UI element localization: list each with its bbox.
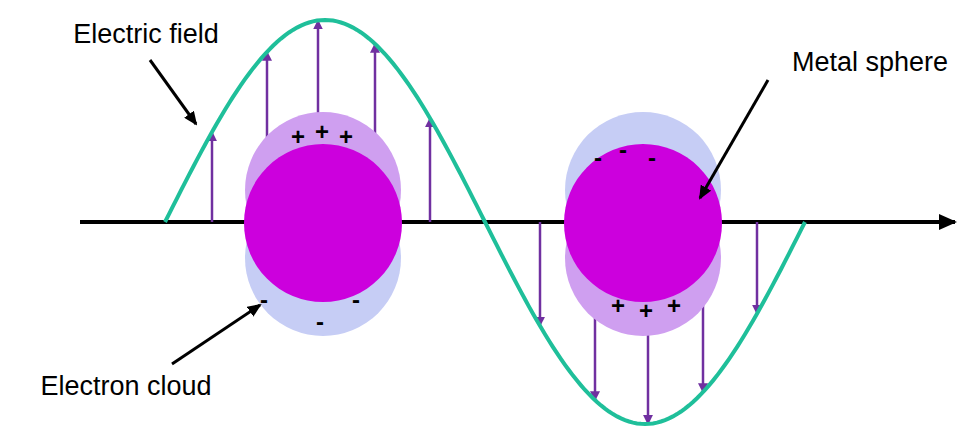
field-vector <box>211 133 214 222</box>
sine-wave <box>165 20 805 424</box>
negative-charge: - <box>316 310 324 334</box>
metal-sphere <box>244 144 402 302</box>
positive-charge: + <box>667 294 681 318</box>
negative-charge: - <box>352 288 360 312</box>
leader-arrow <box>172 305 260 364</box>
field-vector <box>539 222 542 325</box>
leader-arrow <box>700 80 768 198</box>
positive-charge: + <box>291 125 305 149</box>
left-sphere <box>244 112 402 336</box>
sphere-label: Metal sphere <box>792 49 948 76</box>
field-label: Electric field <box>73 21 219 48</box>
positive-charge: + <box>611 294 625 318</box>
positive-charge: + <box>639 299 653 323</box>
negative-charge: - <box>260 288 268 312</box>
negative-charge: - <box>594 146 602 170</box>
cloud-label: Electron cloud <box>40 373 211 400</box>
negative-charge: - <box>619 138 627 162</box>
metal-sphere <box>564 144 722 302</box>
field-vector <box>429 119 432 222</box>
leader-arrow <box>150 60 196 124</box>
field-vector <box>756 222 759 313</box>
positive-charge: + <box>339 125 353 149</box>
right-sphere <box>564 112 722 336</box>
positive-charge: + <box>315 120 329 144</box>
negative-charge: - <box>648 146 656 170</box>
